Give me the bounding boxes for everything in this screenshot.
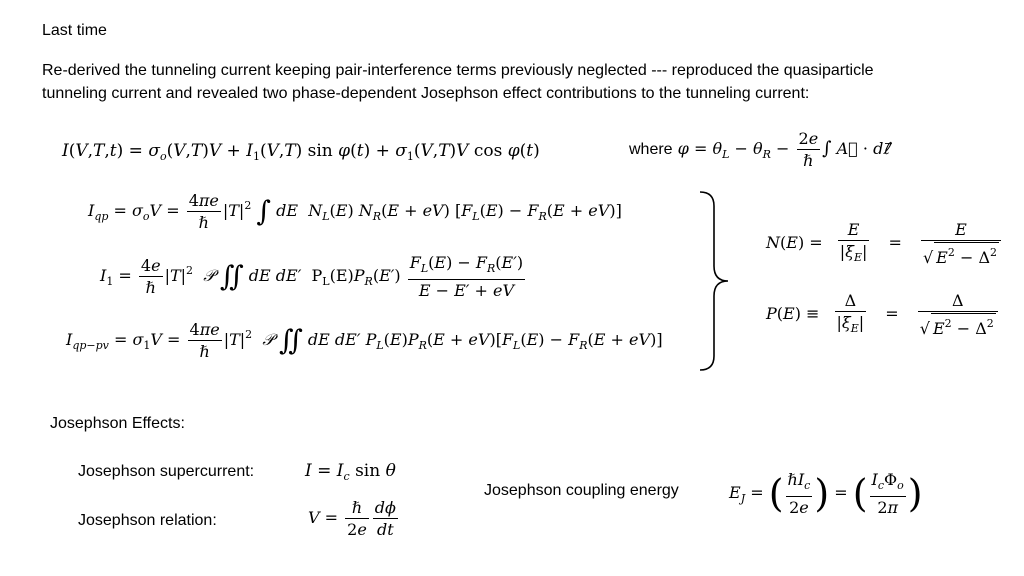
equation-main: I(V,T,t) = σo(V,T)V + I1(V,T) sin φ(t) +… (62, 141, 540, 163)
intro-line-2: tunneling current and revealed two phase… (42, 85, 810, 102)
right-curly-brace (699, 191, 729, 371)
heading-last-time: Last time (42, 22, 107, 39)
equation-supercurrent: I = Ic sin θ (305, 461, 396, 483)
label-josephson-coupling-energy: Josephson coupling energy (484, 482, 679, 499)
label-josephson-relation: Josephson relation: (78, 512, 217, 529)
label-josephson-supercurrent: Josephson supercurrent: (78, 463, 255, 480)
intro-line-1: Re-derived the tunneling current keeping… (42, 62, 874, 79)
equation-pe: P(E) ≡ Δ|ξE| = Δ√E2 − Δ2 (766, 291, 1000, 338)
equation-ne: N(E) = E|ξE| = E√E2 − Δ2 (766, 220, 1003, 267)
heading-josephson-effects: Josephson Effects: (50, 415, 185, 432)
